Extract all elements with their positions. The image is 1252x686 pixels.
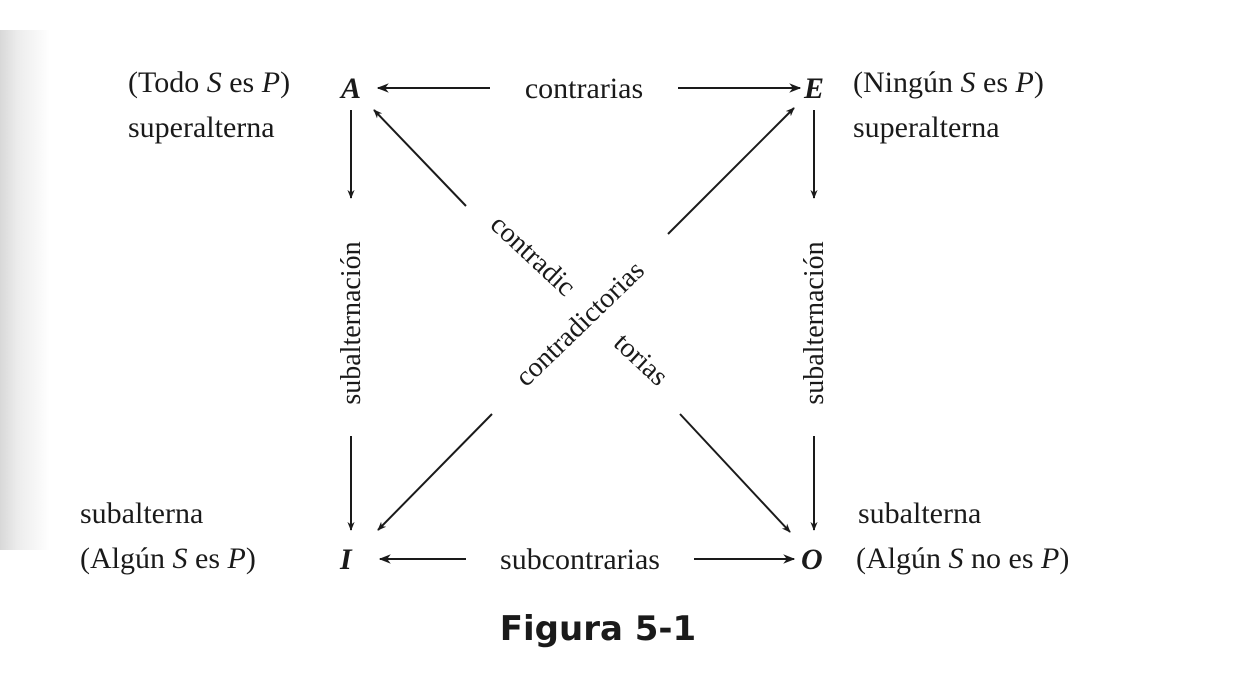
proposition-i: (Algún S es P) (80, 542, 256, 575)
label-contrarias: contrarias (525, 72, 643, 105)
role-o: subalterna (858, 497, 981, 530)
figure-caption: Figura 5-1 (500, 609, 696, 649)
role-i: subalterna (80, 497, 203, 530)
corner-i-letter: I (339, 543, 353, 576)
role-e: superalterna (853, 111, 1000, 144)
role-a: superalterna (128, 111, 275, 144)
corner-e-letter: E (803, 72, 824, 105)
contradictorias-ao-arrow-top (373, 109, 467, 207)
label-contradictorias-ie: contradictorias (509, 255, 650, 393)
page-edge-shadow (0, 30, 50, 550)
contradictorias-ie-arrow-bottom (377, 413, 493, 531)
label-subcontrarias: subcontrarias (500, 543, 660, 576)
proposition-e: (Ningún S es P) (853, 66, 1044, 99)
label-contradictorias-ao-part2: torias (607, 327, 674, 392)
contradictorias-ie-arrow-top (667, 107, 795, 235)
corner-o-letter: O (801, 543, 823, 576)
corner-a-letter: A (339, 72, 361, 105)
label-subalternacion-right: subalternación (799, 241, 830, 404)
label-contradictorias-ao-part1: contradic (484, 209, 581, 303)
label-subalternacion-left: subalternación (336, 241, 367, 404)
contradictorias-ao-arrow-bottom (679, 413, 791, 533)
proposition-a: (Todo S es P) (128, 66, 290, 99)
proposition-o: (Algún S no es P) (856, 542, 1069, 575)
